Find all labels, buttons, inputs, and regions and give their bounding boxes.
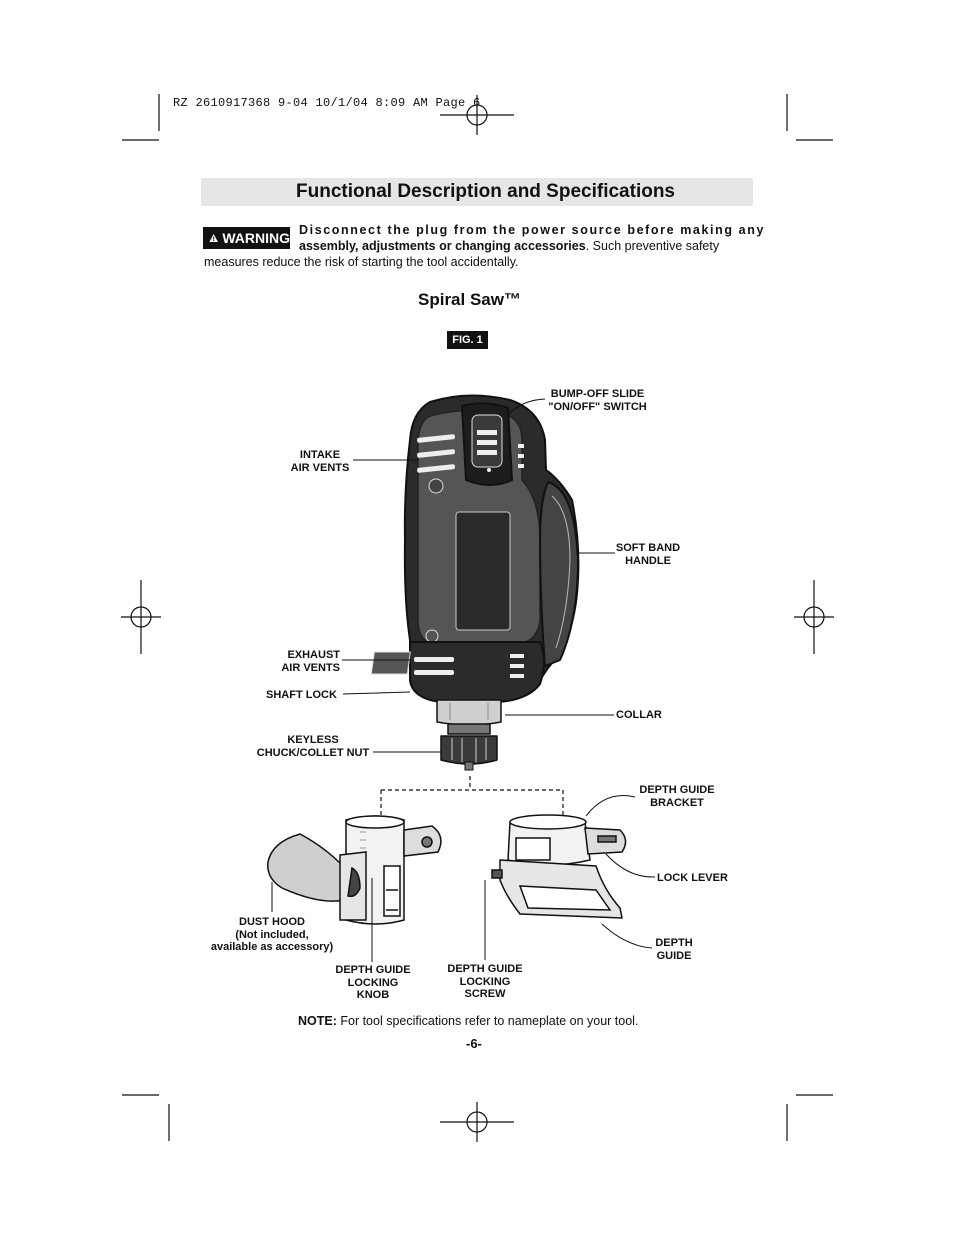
label-line: (Not included,	[235, 928, 309, 941]
assembly-dashed-line	[380, 776, 564, 815]
note-label: NOTE:	[298, 1014, 337, 1028]
label-shaft-lock: SHAFT LOCK	[266, 689, 337, 701]
label-line: "ON/OFF" SWITCH	[548, 400, 647, 413]
note-text: For tool specifications refer to namepla…	[336, 1014, 639, 1028]
registration-mark-right	[794, 580, 834, 654]
specification-note: NOTE: For tool specifications refer to n…	[298, 1014, 638, 1028]
label-line: DUST HOOD	[239, 916, 305, 928]
label-depth-guide-locking-screw: DEPTH GUIDE LOCKING SCREW	[442, 963, 528, 1001]
label-lock-lever: LOCK LEVER	[657, 872, 728, 884]
label-depth-guide: DEPTH GUIDE	[648, 937, 700, 962]
warning-triangle-icon	[209, 234, 218, 242]
label-depth-guide-bracket: DEPTH GUIDE BRACKET	[634, 784, 720, 809]
label-line: GUIDE	[656, 949, 692, 962]
label-line: CHUCK/COLLET NUT	[256, 746, 370, 759]
label-bump-off-switch: BUMP-OFF SLIDE "ON/OFF" SWITCH	[540, 388, 655, 413]
dust-hood	[267, 833, 351, 902]
label-line: EXHAUST	[287, 649, 340, 661]
warning-line-2-bold: assembly, adjustments or changing access…	[299, 239, 586, 253]
figure-label: FIG. 1	[447, 331, 488, 349]
label-line: KEYLESS	[287, 734, 339, 746]
leader-lines	[271, 398, 656, 962]
label-line: DEPTH GUIDE	[447, 963, 523, 975]
label-exhaust-air-vents: EXHAUST AIR VENTS	[262, 649, 340, 674]
label-line: BRACKET	[650, 796, 704, 809]
label-line: KNOB	[356, 989, 390, 1001]
label-line: HANDLE	[625, 554, 671, 567]
label-depth-guide-locking-knob: DEPTH GUIDE LOCKING KNOB	[330, 964, 416, 1002]
label-line: available as accessory)	[210, 941, 334, 953]
label-line: INTAKE	[299, 449, 341, 461]
label-keyless-chuck: KEYLESS CHUCK/COLLET NUT	[252, 734, 374, 759]
label-line: DEPTH GUIDE	[639, 784, 715, 796]
page-number: -6-	[466, 1036, 482, 1051]
label-line: DEPTH GUIDE	[335, 964, 411, 976]
label-dust-hood: DUST HOOD (Not included, available as ac…	[204, 916, 340, 954]
warning-line-2: assembly, adjustments or changing access…	[299, 239, 753, 253]
registration-mark-top	[440, 95, 514, 135]
registration-mark-left	[121, 580, 161, 654]
label-line: LOCKING	[459, 975, 511, 988]
title-bar	[201, 178, 753, 206]
label-line: SCREW	[464, 988, 506, 1000]
label-line: AIR VENTS	[281, 661, 340, 674]
warning-line-1: Disconnect the plug from the power sourc…	[299, 223, 765, 237]
label-line: SOFT BAND	[615, 542, 681, 554]
page-title: Functional Description and Specification…	[296, 181, 675, 202]
label-line: BUMP-OFF SLIDE	[550, 388, 645, 400]
section-subtitle: Spiral Saw™	[418, 290, 521, 309]
label-line: DEPTH	[655, 937, 693, 949]
label-intake-air-vents: INTAKE AIR VENTS	[283, 449, 357, 474]
label-line: AIR VENTS	[290, 461, 350, 474]
warning-line-2-rest: . Such preventive safety	[585, 239, 720, 253]
depth-guide-right	[491, 814, 627, 919]
warning-line-3: measures reduce the risk of starting the…	[204, 255, 519, 269]
spiral-saw-tool	[370, 394, 580, 771]
depth-guide-left	[339, 815, 442, 925]
label-collar: COLLAR	[616, 709, 662, 721]
label-soft-band-handle: SOFT BAND HANDLE	[610, 542, 686, 567]
print-slug: RZ 2610917368 9-04 10/1/04 8:09 AM Page …	[173, 96, 481, 110]
label-line: LOCKING	[347, 976, 399, 989]
registration-mark-bottom	[440, 1102, 514, 1142]
warning-label: WARNING	[222, 230, 290, 246]
warning-badge: WARNING	[203, 227, 290, 249]
